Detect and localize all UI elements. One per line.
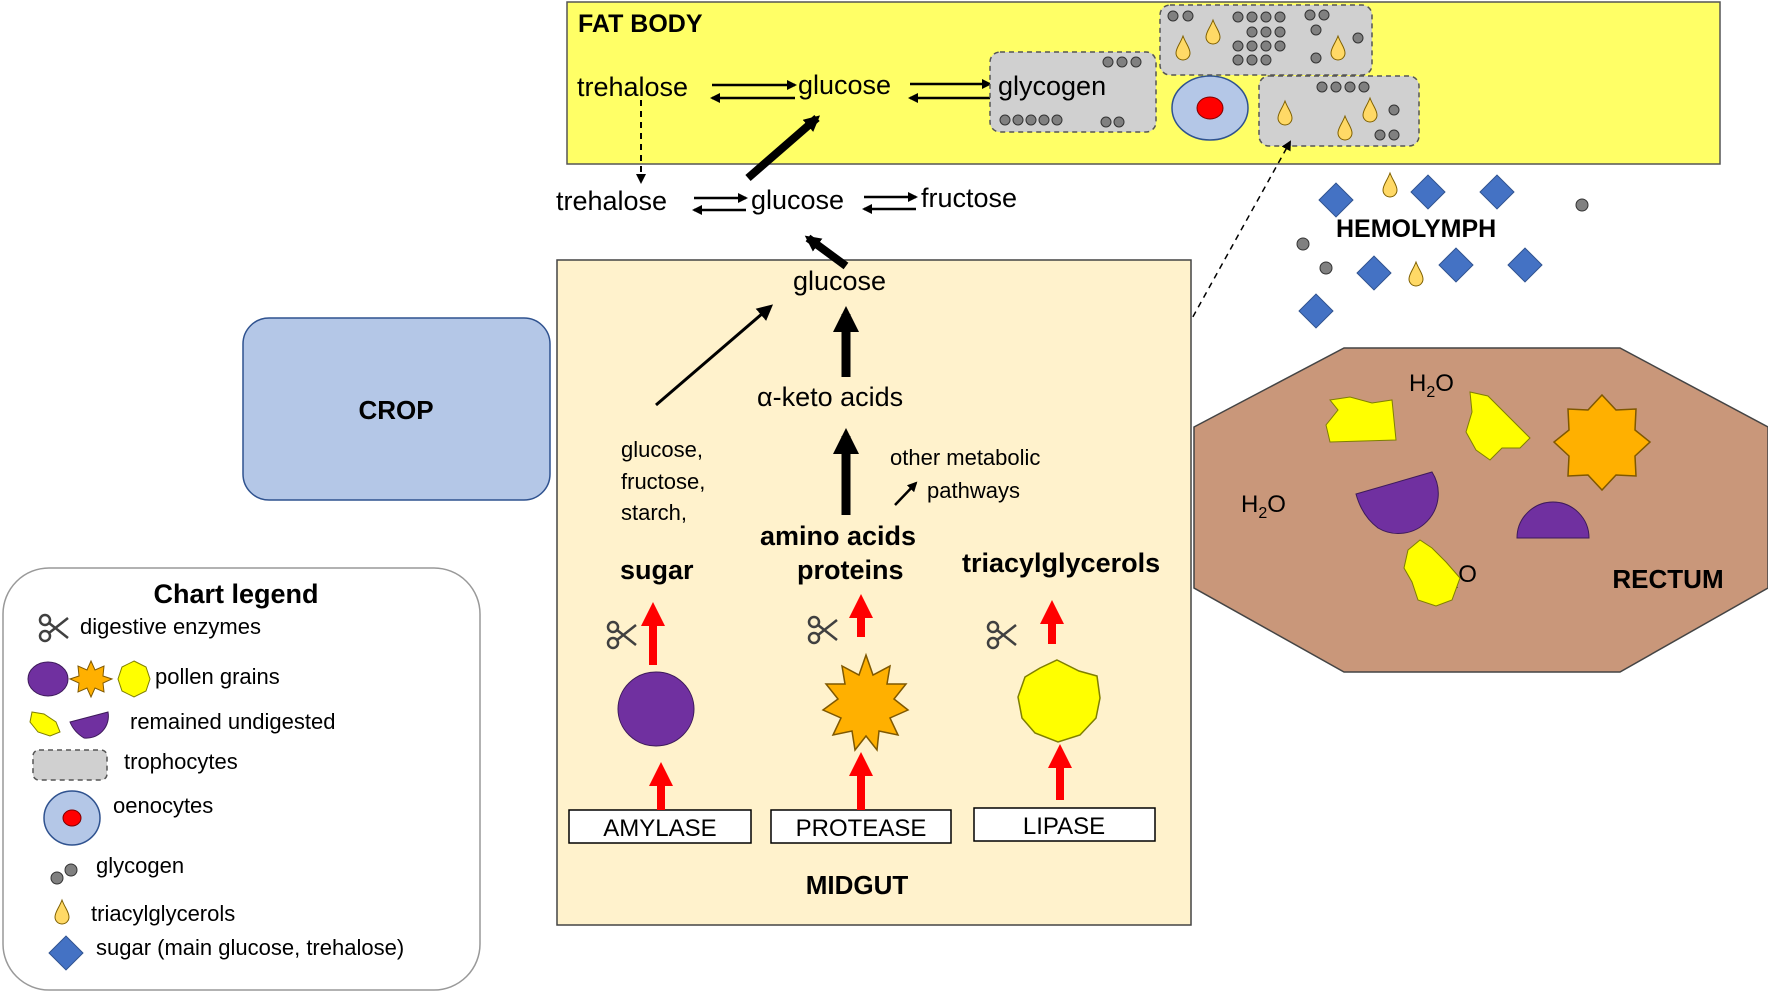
legend-item-oenocytes: oenocytes [113,793,213,818]
glycogen-dots-trophocyte-1 [999,56,1142,128]
trophocyte-glycogen [989,51,1157,133]
rectum-water-1: H2O [1409,370,1454,401]
legend-title: Chart legend [153,579,318,609]
midgut-sugar-list-1: glucose, [621,437,703,462]
legend-item-pollen-grains: pollen grains [155,664,280,689]
hemolymph-fructose: fructose [921,183,1017,213]
trophocyte-glycogen-label: glycogen [998,71,1106,101]
midgut-proteins: proteins [797,555,904,585]
undigested-pollen-icon [1403,539,1461,607]
crop-region [242,317,551,501]
legend-item-remained-undigested: remained undigested [130,709,335,734]
pollen-grain-icon [27,661,69,697]
amylase-label: AMYLASE [603,815,716,842]
hemolymph-glucose: glucose [751,185,844,215]
midgut-triacylglycerols: triacylglycerols [962,548,1160,578]
midgut-amino-acids: amino acids [760,521,916,551]
hemolymph-trehalose: trehalose [556,186,667,216]
midgut-sugar-list-3: starch, [621,500,687,525]
undigested-pollen-icon [1516,501,1590,539]
undigested-pollen-icon [69,711,109,739]
legend-item-trophocytes: trophocytes [124,749,238,774]
oenocyte-icon [43,790,101,846]
pollen-grain-icon [821,652,910,752]
rectum-label: RECTUM [1612,564,1723,594]
undigested-pollen-icon [29,711,61,737]
trophocyte-legend-icon [32,749,108,781]
crop-label: CROP [358,395,433,425]
pollen-grain-icon [117,660,151,698]
midgut-sugar-list-2: fructose, [621,469,705,494]
legend-item-digestive-enzymes: digestive enzymes [80,614,261,639]
glycogen-dot-icon [50,863,78,885]
pollen-grain-icon [1017,659,1101,743]
undigested-pollen-icon [1355,471,1439,535]
midgut-other-pathways-1: other metabolic [890,445,1040,470]
pollen-grain-icon [1552,393,1652,492]
legend-item-sugar: sugar (main glucose, trehalose) [96,935,404,960]
glycogen-dots-trophocyte-2 [1167,9,1364,66]
oenocyte-icon [1171,75,1249,141]
trophocyte-bottom [1258,75,1420,147]
amylase-box [568,809,752,844]
protease-label: PROTEASE [796,815,927,842]
rectum-water-2: H2O [1241,491,1286,522]
pollen-grain-icon [68,659,114,699]
midgut-other-pathways-2: pathways [927,478,1020,503]
fat-body-glucose: glucose [798,70,891,100]
fat-body-label: FAT BODY [578,10,703,38]
legend-item-triacylglycerols: triacylglycerols [91,901,235,926]
glycogen-dots-trophocyte-3 [1316,81,1400,141]
undigested-pollen-icon [1465,391,1531,461]
hemolymph-glycogen-particles [1296,198,1589,275]
pollen-grain-icon [617,671,695,747]
lipase-label: LIPASE [1023,813,1105,840]
hemolymph-label: HEMOLYMPH [1336,215,1496,243]
legend-item-glycogen: glycogen [96,853,184,878]
midgut-sugar: sugar [620,555,694,585]
lipase-box [973,807,1156,842]
hemolymph-sugar-particles [1298,174,1543,329]
undigested-pollen-icon [1325,396,1397,443]
midgut-keto-acids: α-keto acids [757,382,903,412]
fat-body-trehalose: trehalose [577,72,688,102]
midgut-label: MIDGUT [806,870,909,900]
midgut-glucose: glucose [793,266,886,296]
